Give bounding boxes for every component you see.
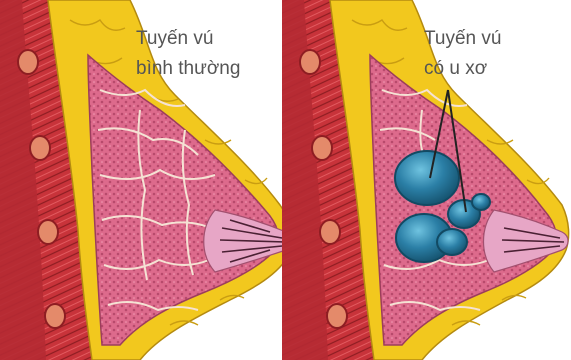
cyst-large-upper [395,151,459,205]
panel-fibrocystic: Tuyến vú có u xơ [282,0,569,360]
gland-tissue [88,55,278,345]
cyst-tiny-right [472,194,490,210]
label-normal-line1: Tuyến vú [136,28,213,49]
label-cyst-line2: có u xơ [424,58,487,79]
cyst-medium-lower [437,229,467,255]
panel-normal: Tuyến vú bình thường [0,0,294,360]
label-normal-line2: bình thường [136,58,240,79]
label-cyst-line1: Tuyến vú [424,28,501,49]
